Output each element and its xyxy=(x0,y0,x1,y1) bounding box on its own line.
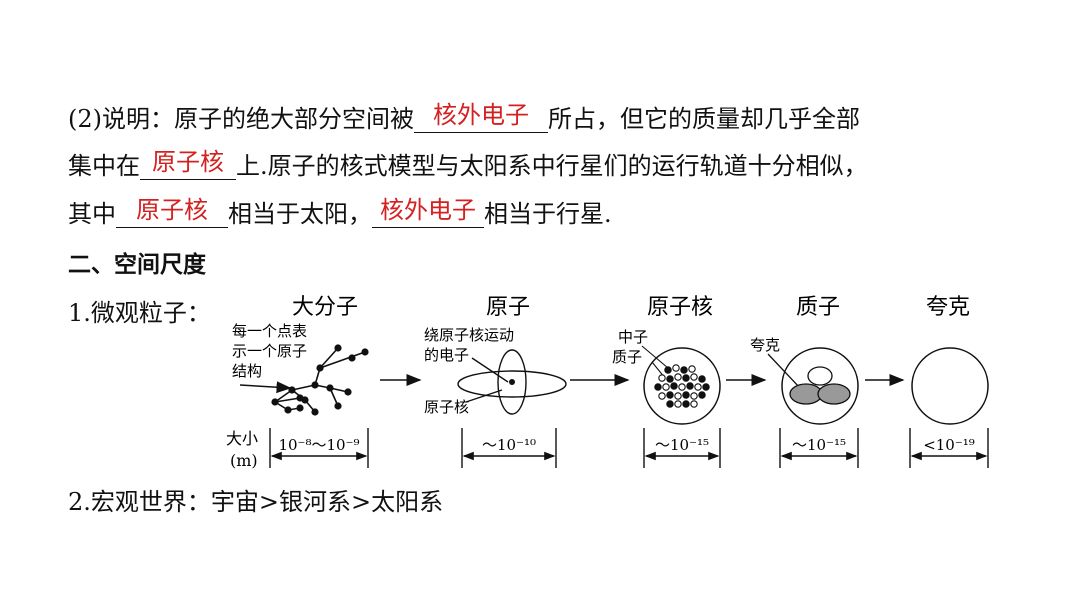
size-quark: <10⁻¹⁹ xyxy=(923,436,975,454)
answer-text: 核外电子 xyxy=(433,101,529,129)
size-nucleus: ～10⁻¹⁵ xyxy=(655,436,709,454)
atom-nucleus-dot xyxy=(509,379,515,385)
label-proton: 质子 xyxy=(612,348,642,366)
answer-text: 核外电子 xyxy=(380,196,476,224)
header-nucleus: 原子核 xyxy=(647,295,713,320)
label-atom-nucleus: 原子核 xyxy=(424,398,469,416)
size-macromolecule: 10⁻⁸～10⁻⁹ xyxy=(278,436,359,454)
label-molecule-1: 每一个点表 xyxy=(232,322,307,340)
text: 相当于行星. xyxy=(484,200,612,228)
answer-blank-4: 核外电子 xyxy=(372,196,484,228)
explanation-line-1: (2)说明：原子的绝大部分空间被核外电子所占，但它的质量却几乎全部 xyxy=(68,101,860,134)
nucleus-circle xyxy=(643,347,721,425)
molecule-structure xyxy=(271,344,369,416)
answer-blank-1: 核外电子 xyxy=(414,101,548,133)
header-atom: 原子 xyxy=(486,295,530,320)
answer-blank-3: 原子核 xyxy=(116,196,228,228)
text: 其中 xyxy=(68,200,116,228)
size-label-2: (m) xyxy=(230,451,258,470)
text: 上.原子的核式模型与太阳系中行星们的运行轨道十分相似， xyxy=(236,152,868,180)
size-atom: ～10⁻¹⁰ xyxy=(482,436,536,454)
text: 所占，但它的质量却几乎全部 xyxy=(548,105,860,133)
pointer-arrow xyxy=(239,381,292,394)
explanation-line-2: 集中在原子核上.原子的核式模型与太阳系中行星们的运行轨道十分相似， xyxy=(68,148,868,181)
answer-text: 原子核 xyxy=(136,196,208,224)
quark-circle xyxy=(911,347,989,425)
text: (2)说明：原子的绝大部分空间被 xyxy=(68,105,414,133)
size-label-1: 大小 xyxy=(226,429,258,448)
proton-circle xyxy=(781,347,859,425)
dimension-lines xyxy=(269,428,989,468)
label-molecule-2: 示一个原子 xyxy=(232,342,307,360)
label-molecule-3: 结构 xyxy=(232,362,262,380)
nucleons xyxy=(641,345,710,408)
explanation-line-3: 其中原子核相当于太阳， 核外电子相当于行星. xyxy=(68,196,612,229)
label-electron-1: 绕原子核运动 xyxy=(424,326,514,344)
item-macro-world: 2.宏观世界：宇宙>银河系>太阳系 xyxy=(68,488,444,516)
label-quark: 夸克 xyxy=(750,336,780,354)
header-proton: 质子 xyxy=(796,295,840,320)
atom-model xyxy=(457,349,567,415)
item-micro-particles: 1.微观粒子： xyxy=(68,299,211,327)
text: 相当于太阳， xyxy=(228,200,372,228)
text: 集中在 xyxy=(68,152,140,180)
header-macromolecule: 大分子 xyxy=(292,295,358,320)
answer-blank-2: 原子核 xyxy=(140,148,236,180)
answer-text: 原子核 xyxy=(152,148,224,176)
header-quark: 夸克 xyxy=(926,295,970,320)
section-title: 二、空间尺度 xyxy=(68,252,206,278)
quarks xyxy=(767,353,851,405)
label-electron-2: 的电子 xyxy=(424,346,469,364)
scale-diagram: 大分子 原子 原子核 质子 夸克 每一个点表 示一个原子 结构 xyxy=(226,295,989,470)
size-proton: ～10⁻¹⁵ xyxy=(792,436,846,454)
label-neutron: 中子 xyxy=(618,328,648,346)
